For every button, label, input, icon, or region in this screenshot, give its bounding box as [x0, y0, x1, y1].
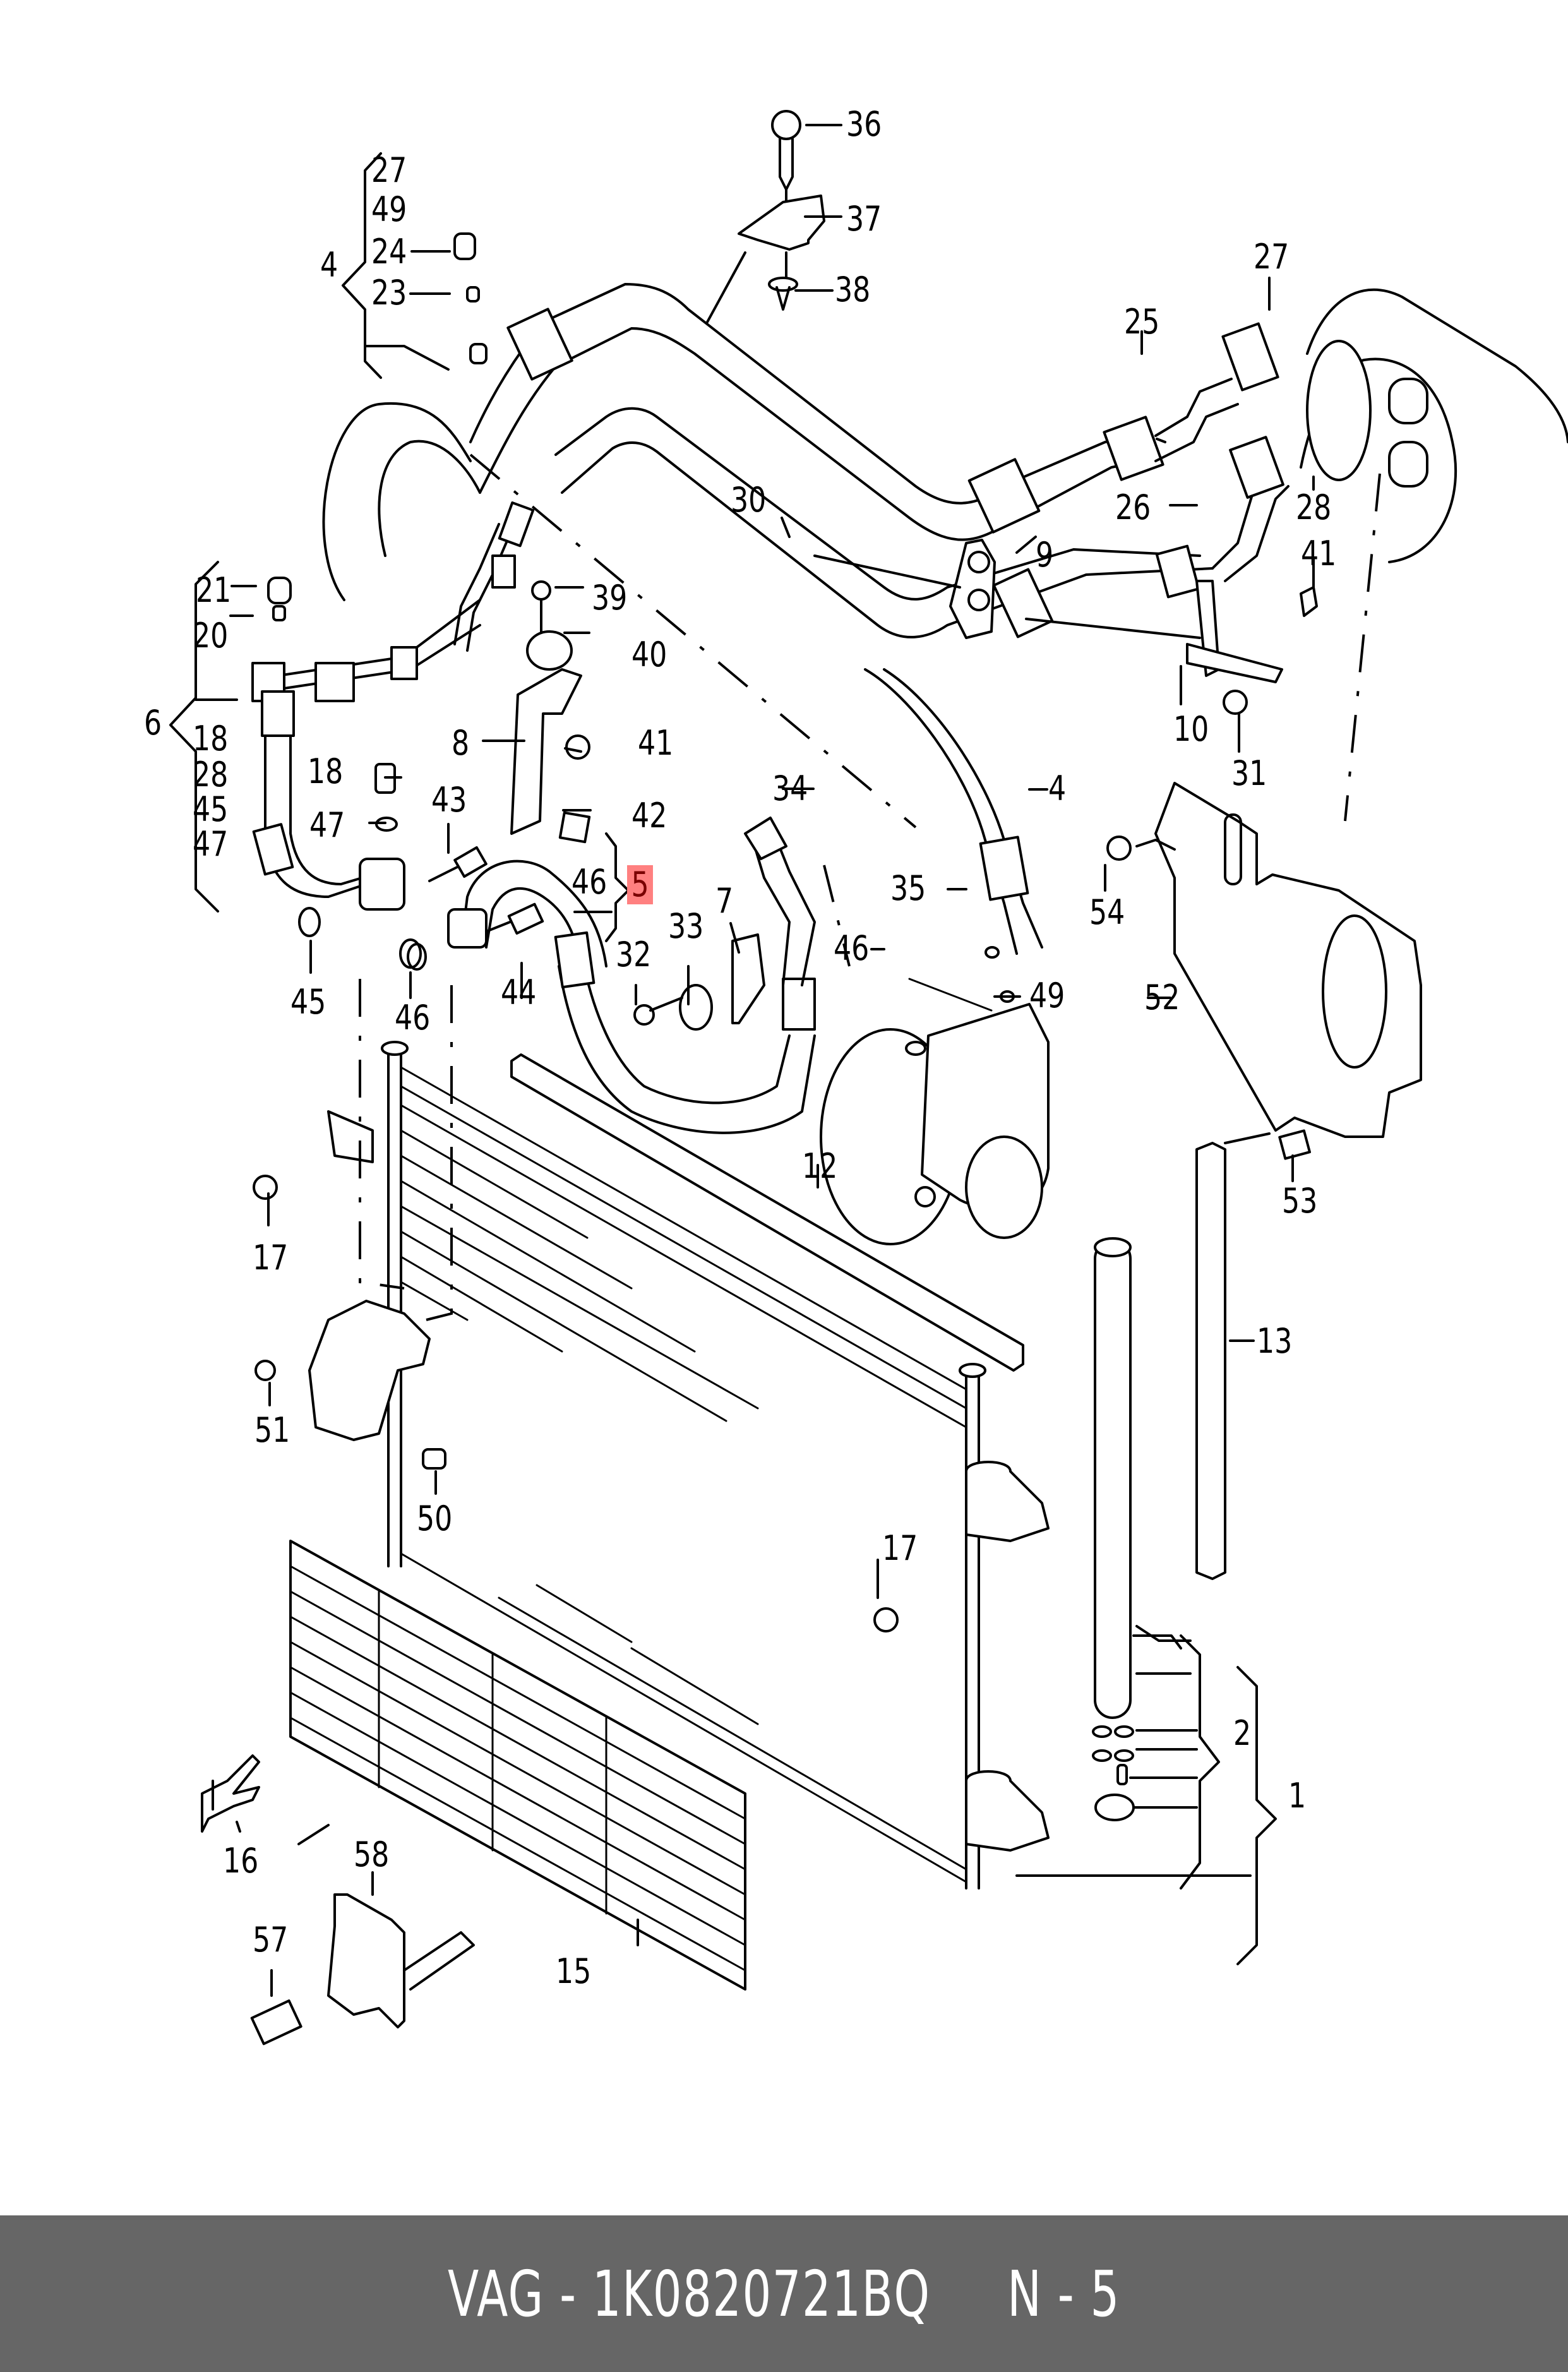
callout-24: 24	[371, 232, 407, 272]
callout-27-right: 27	[1254, 237, 1290, 277]
callout-7: 7	[715, 881, 734, 921]
connection-lines	[469, 453, 1381, 1012]
callout-17-right: 17	[882, 1528, 918, 1568]
callout-18-switch: 18	[308, 752, 344, 791]
callout-1: 1	[1288, 1776, 1307, 1816]
callout-45: 45	[193, 789, 229, 829]
callout-39: 39	[592, 578, 628, 618]
callout-20: 20	[193, 616, 229, 656]
clip-37	[706, 110, 825, 323]
callout-32: 32	[616, 935, 652, 974]
callout-25: 25	[1124, 302, 1160, 342]
callout-38: 38	[835, 270, 871, 309]
callout-37: 37	[846, 199, 882, 239]
callout-26: 26	[1115, 488, 1151, 527]
callout-49: 49	[371, 189, 407, 229]
callout-41: 41	[638, 723, 674, 763]
callout-43: 43	[431, 780, 467, 820]
condenser-1	[381, 1041, 1226, 1890]
service-caps-upper	[453, 232, 488, 364]
callout-6: 6	[144, 703, 162, 743]
callout-15: 15	[556, 1951, 592, 1991]
callout-28: 28	[1296, 488, 1332, 527]
callout-4: 4	[320, 245, 338, 285]
callout-13: 13	[1257, 1321, 1293, 1361]
callout-45-ring: 45	[290, 982, 326, 1022]
grille-15	[201, 1540, 746, 2046]
cover-panel-52	[1106, 782, 1422, 1160]
callout-31: 31	[1231, 753, 1267, 793]
callout-23: 23	[371, 273, 407, 313]
callout-28-left: 28	[193, 755, 229, 794]
callout-17: 17	[253, 1238, 289, 1278]
callout-18: 18	[193, 719, 229, 758]
callout-8: 8	[452, 723, 470, 763]
callout-35: 35	[890, 868, 926, 908]
callout-41-right: 41	[1301, 534, 1337, 573]
callout-40: 40	[631, 635, 667, 674]
part-number-text: VAG - 1K0820721BQ N - 5	[448, 2256, 1120, 2331]
callout-47-ring: 47	[309, 805, 345, 845]
leader-lines	[169, 124, 1315, 1997]
compressor-12	[820, 668, 1050, 1245]
callout-4-lower: 4	[1048, 769, 1067, 808]
callout-50: 50	[417, 1499, 453, 1538]
liquid-line-6	[252, 577, 488, 969]
callout-57: 57	[253, 1920, 289, 1960]
callout-34: 34	[772, 769, 808, 808]
callout-53: 53	[1282, 1181, 1318, 1221]
callout-2: 2	[1233, 1713, 1252, 1753]
callout-46-ring: 46	[395, 998, 431, 1038]
callout-47: 47	[193, 824, 229, 864]
callout-42: 42	[631, 796, 667, 836]
callout-51: 51	[254, 1410, 290, 1450]
callout-21: 21	[196, 570, 232, 610]
callout-10: 10	[1173, 709, 1209, 749]
callout-5-highlighted[interactable]: 5	[627, 865, 654, 904]
callout-52: 52	[1144, 978, 1180, 1017]
diagram-drawing	[169, 110, 1568, 2046]
callout-30: 30	[731, 480, 767, 520]
part-number-banner: VAG - 1K0820721BQ N - 5	[0, 2215, 1568, 2372]
evaporator-flange	[1300, 288, 1568, 563]
callout-46-comp: 46	[834, 928, 870, 968]
condenser-mount-left	[253, 979, 453, 1470]
callout-16: 16	[223, 1841, 259, 1881]
pressure-line-5	[407, 817, 816, 1134]
callout-46: 46	[572, 862, 607, 902]
callout-54: 54	[1089, 892, 1125, 932]
bracket-8	[510, 580, 591, 844]
callout-49-comp: 49	[1029, 976, 1065, 1015]
callout-9: 9	[1036, 535, 1054, 575]
callout-33: 33	[668, 906, 704, 946]
callout-36: 36	[846, 104, 882, 144]
callout-12: 12	[802, 1146, 838, 1186]
callout-58: 58	[354, 1835, 390, 1874]
bracket-9-10	[813, 539, 1318, 715]
callout-27: 27	[371, 150, 407, 190]
callout-44: 44	[501, 973, 537, 1012]
parts-diagram: 36 37 38 27 49 4 24 23 27 25 26 28 30 9 …	[144, 104, 1568, 2046]
